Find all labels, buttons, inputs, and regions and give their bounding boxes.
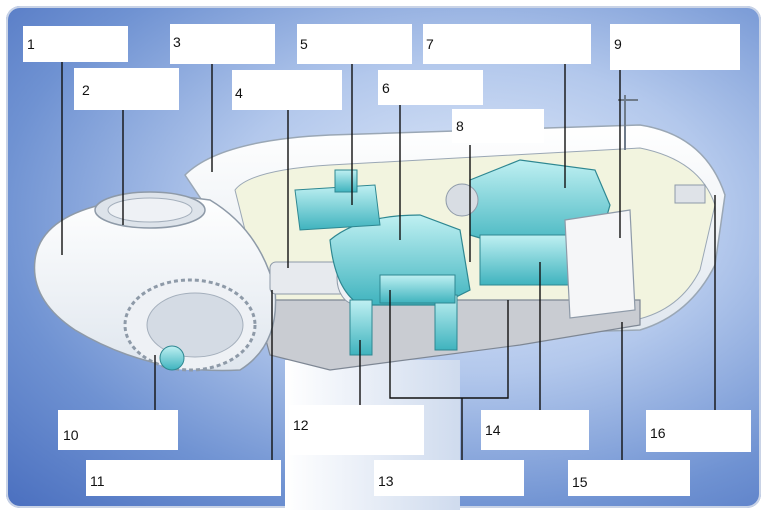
label-box-3 — [170, 24, 275, 64]
label-box-6 — [378, 70, 483, 105]
label-number-14: 14 — [485, 422, 501, 438]
generator-base — [479, 234, 571, 286]
label-number-2: 2 — [82, 82, 90, 98]
blade-root-ring-top-inner — [107, 197, 193, 223]
cooling-vent — [674, 184, 706, 204]
blade-root-ring-side-inner — [146, 292, 244, 358]
brake — [379, 274, 456, 304]
label-number-11: 11 — [90, 473, 105, 489]
label-number-12: 12 — [293, 417, 309, 433]
label-box-1 — [23, 26, 128, 62]
label-number-13: 13 — [378, 473, 394, 489]
label-number-7: 7 — [426, 36, 434, 52]
label-box-12 — [289, 405, 424, 455]
label-box-16 — [646, 410, 751, 452]
label-box-4 — [232, 70, 342, 110]
label-box-2 — [74, 68, 179, 110]
label-number-3: 3 — [173, 34, 181, 50]
pitch-drive — [159, 345, 185, 371]
label-box-7 — [423, 24, 591, 64]
control-cabinet — [564, 209, 636, 319]
yaw-drive-1 — [349, 299, 373, 356]
label-number-15: 15 — [572, 474, 588, 490]
label-number-8: 8 — [456, 118, 464, 134]
label-number-9: 9 — [614, 36, 622, 52]
label-number-16: 16 — [650, 425, 666, 441]
label-number-4: 4 — [235, 85, 243, 101]
label-box-9 — [610, 24, 740, 70]
label-box-10 — [58, 410, 178, 450]
leader-lines — [61, 62, 716, 460]
label-number-5: 5 — [300, 36, 308, 52]
label-box-14 — [481, 410, 589, 450]
label-number-6: 6 — [382, 80, 390, 96]
hydraulic-pump — [334, 169, 358, 193]
label-box-8 — [452, 109, 544, 143]
coupling — [445, 183, 479, 217]
label-box-11 — [86, 460, 281, 496]
label-number-10: 10 — [63, 427, 79, 443]
label-box-13 — [374, 460, 524, 496]
label-number-1: 1 — [27, 36, 35, 52]
label-box-5 — [297, 24, 412, 64]
label-box-15 — [568, 460, 690, 496]
